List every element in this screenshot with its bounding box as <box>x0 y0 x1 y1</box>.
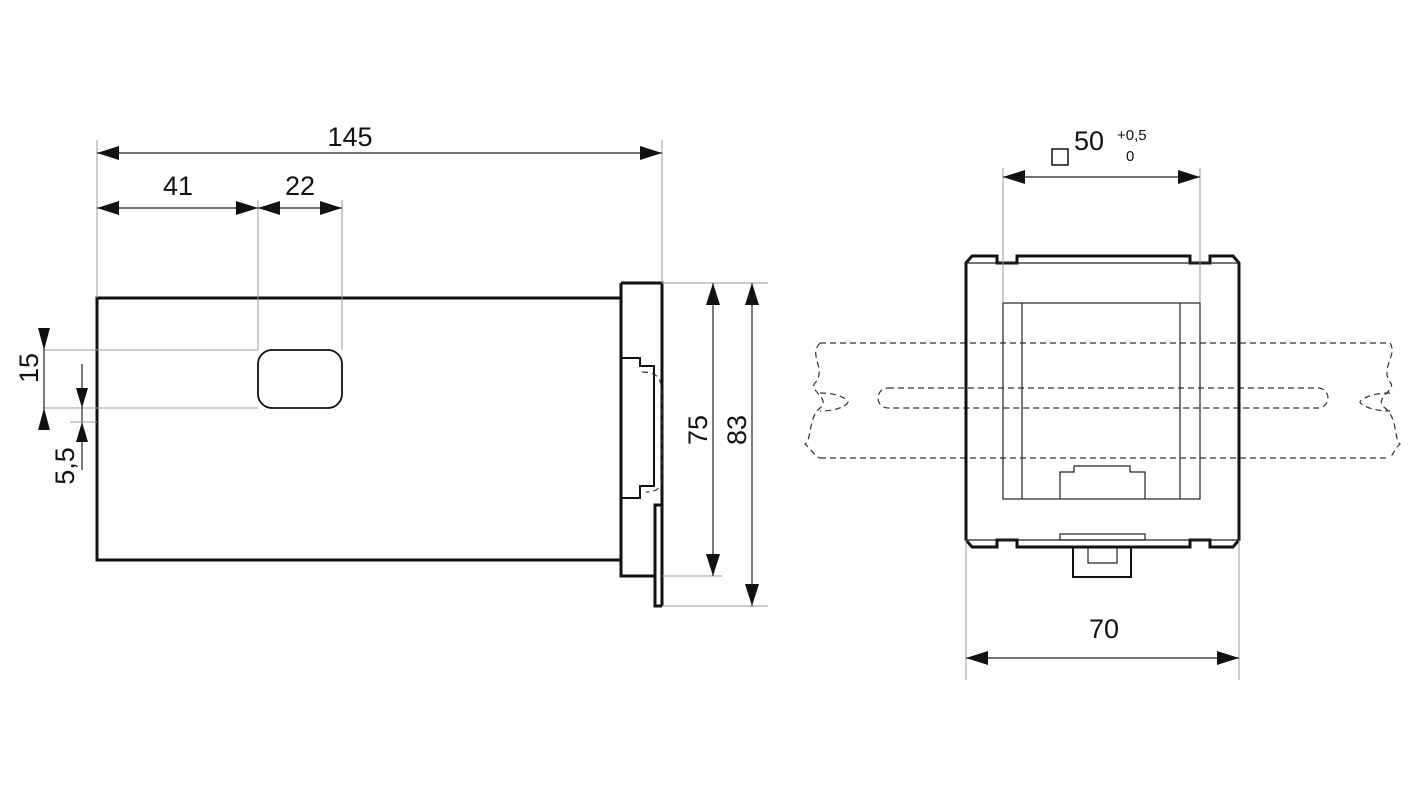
dim-22-label: 22 <box>285 171 315 201</box>
front-body <box>964 254 1241 549</box>
dim-83-label: 83 <box>722 415 752 445</box>
din-rail-notch-right <box>1359 392 1391 412</box>
tolerance-lower: 0 <box>1126 148 1134 165</box>
clip-recess <box>621 357 655 499</box>
dim-41-label: 41 <box>163 171 193 201</box>
din-rail-slot <box>877 387 1329 409</box>
dim-75-label: 75 <box>683 415 713 445</box>
housing-body <box>95 296 623 562</box>
display-window <box>257 349 343 409</box>
tolerance-upper: +0,5 <box>1117 127 1147 144</box>
din-rail-notch-left <box>819 392 849 412</box>
dim-50-label: 50 <box>1074 126 1104 156</box>
dim-145-label: 145 <box>327 122 372 152</box>
dim-15-label: 15 <box>14 353 44 383</box>
din-rail-edges <box>820 342 1390 459</box>
front-flange <box>619 281 664 608</box>
side-view: 145 41 22 15 5,5 75 83 <box>14 122 768 608</box>
din-rail-break-right <box>1380 342 1401 459</box>
dim-70-label: 70 <box>1089 614 1119 644</box>
din-rail-break-left <box>803 342 824 459</box>
cutout-frame <box>1002 302 1201 500</box>
dim-5-5-label: 5,5 <box>50 447 80 485</box>
din-clip <box>1059 465 1146 499</box>
square-symbol-icon <box>1051 148 1069 166</box>
front-view: 50 +0,5 0 70 <box>803 126 1401 680</box>
clip-hidden-line <box>641 371 663 493</box>
clip-tab <box>1072 547 1132 578</box>
